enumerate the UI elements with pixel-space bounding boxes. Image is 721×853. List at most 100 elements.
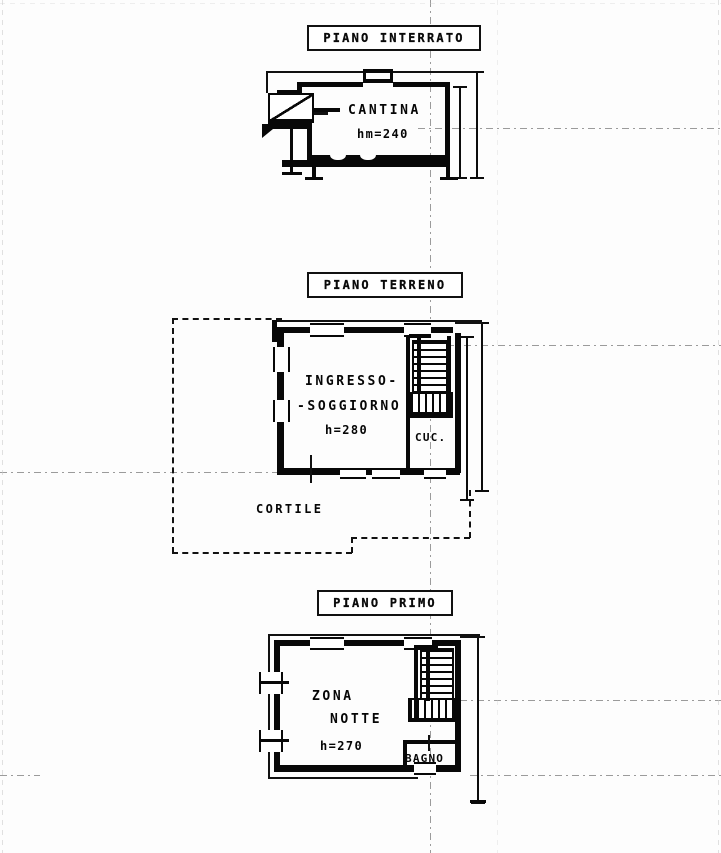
scan-gridline-top (0, 3, 721, 4)
basement-stair-rail (268, 119, 312, 124)
ground-wall-left-c (277, 422, 284, 448)
first-wall-bottom (274, 765, 414, 772)
basement-dimension-inner (453, 86, 467, 179)
room-label-cantina: CANTINA (348, 103, 421, 118)
cortile-boundary-top (172, 318, 282, 320)
room-height-soggiorno: h=280 (325, 423, 369, 437)
basement-vent-2 (360, 155, 376, 162)
basement-top-opening-box (363, 69, 393, 73)
cortile-boundary-step (351, 537, 353, 553)
ground-wall-top-a (277, 327, 310, 333)
first-wall-bottom-right (414, 765, 460, 772)
first-stair-newel (426, 645, 430, 701)
basement-slab (312, 155, 450, 161)
first-bathroom-fixture-mark (428, 735, 430, 751)
basement-top-left-drop (266, 71, 268, 93)
basement-door-jamb (312, 108, 340, 112)
scan-gridline-right (718, 0, 719, 853)
first-wall-top-a (274, 640, 310, 646)
ground-dim-tick-top (455, 322, 482, 324)
cortile-boundary-right-run (351, 537, 470, 539)
ground-dimension-outer (475, 322, 489, 492)
ground-wall-left-a (277, 333, 284, 347)
ground-wall-bottom-d (446, 468, 460, 475)
ground-top-edge (272, 320, 482, 322)
scan-gridline-left (2, 0, 3, 853)
reference-axis-horizontal-bottom (0, 775, 40, 776)
basement-wall-right (445, 82, 450, 167)
title-box-ground: PIANO TERRENO (307, 272, 463, 298)
title-ground: PIANO TERRENO (323, 278, 447, 292)
ground-stair-landing (406, 412, 451, 417)
basement-inner-left-line (312, 112, 328, 115)
basement-foot-left-base (305, 177, 323, 180)
first-stair-wall-left (414, 645, 418, 721)
basement-wall-bottom (282, 160, 450, 167)
ground-wall-right (455, 333, 461, 473)
basement-top-opening-right (390, 69, 393, 83)
ground-stair-newel (417, 334, 421, 394)
ground-wall-top-left (272, 320, 277, 342)
basement-stair-foot (282, 172, 302, 175)
ground-window-bottom-3 (424, 468, 446, 479)
basement-foot-right-base (440, 177, 458, 180)
basement-dimension-outer (470, 71, 484, 179)
ground-door-bottom-1 (340, 468, 366, 479)
basement-dim-tick-top (450, 71, 476, 73)
first-dim-foot (470, 800, 486, 803)
reference-axis-horizontal-first (460, 700, 721, 701)
first-bottom-outer (268, 777, 418, 779)
basement-top-opening-box2 (363, 79, 393, 83)
basement-vent-1 (330, 155, 346, 162)
basement-wall-top-step2 (277, 90, 302, 95)
room-height-zona-notte: h=270 (320, 739, 364, 753)
scan-gridline-mid (497, 0, 498, 853)
first-wall-top-b (344, 640, 404, 646)
first-bathroom-wall-left (403, 740, 407, 768)
first-wall-left (274, 640, 280, 770)
room-label-ingresso: INGRESSO- (305, 374, 399, 389)
area-label-cortile: CORTILE (256, 502, 324, 516)
reference-axis-vertical (430, 0, 431, 853)
ground-kitchen-partition (406, 416, 410, 468)
first-staircase (420, 648, 454, 702)
title-box-basement: PIANO INTERRATO (307, 25, 481, 51)
first-left-outer (268, 634, 270, 779)
first-stair-landing-edge (408, 718, 454, 722)
basement-stair-landing (262, 124, 312, 129)
title-basement: PIANO INTERRATO (323, 31, 465, 45)
cortile-boundary-right (469, 490, 471, 538)
ground-window-left-2 (273, 400, 290, 422)
ground-wall-left-b (277, 372, 284, 400)
basement-wall-top-step (297, 82, 302, 94)
first-bathroom-wall-top (403, 740, 457, 744)
ground-wall-bottom-c (400, 468, 424, 475)
room-label-zona: ZONA (312, 689, 354, 704)
ground-stair-wall-right (447, 336, 451, 416)
basement-wall-top2 (393, 82, 450, 87)
basement-top-opening-left (363, 69, 366, 83)
ground-door-swing-mark (310, 455, 312, 483)
first-window-left-1-sill (259, 681, 289, 684)
ground-dimension-inner (460, 336, 474, 501)
room-height-cantina: hm=240 (357, 127, 409, 141)
first-stair-nose (418, 645, 438, 649)
title-first: PIANO PRIMO (333, 596, 437, 610)
room-label-cucina: CUC. (415, 431, 447, 444)
ground-wall-left-d (277, 448, 284, 475)
ground-wall-bottom-a (277, 468, 340, 475)
first-window-left-2-sill (259, 739, 289, 742)
room-label-soggiorno: -SOGGIORNO (297, 399, 402, 414)
ground-stair-wall-left (406, 336, 410, 416)
first-dim-tick-top (460, 636, 482, 638)
ground-window-top-1 (310, 323, 344, 337)
ground-wall-top-b (344, 327, 404, 333)
ground-stair-nose (409, 334, 431, 338)
first-top-edge (268, 634, 480, 636)
title-box-first: PIANO PRIMO (317, 590, 453, 616)
ground-window-bottom-2 (372, 468, 400, 479)
reference-axis-horizontal-ground-low (0, 472, 300, 473)
basement-wall-left-lower (307, 112, 312, 167)
reference-axis-horizontal-ground (430, 345, 721, 346)
